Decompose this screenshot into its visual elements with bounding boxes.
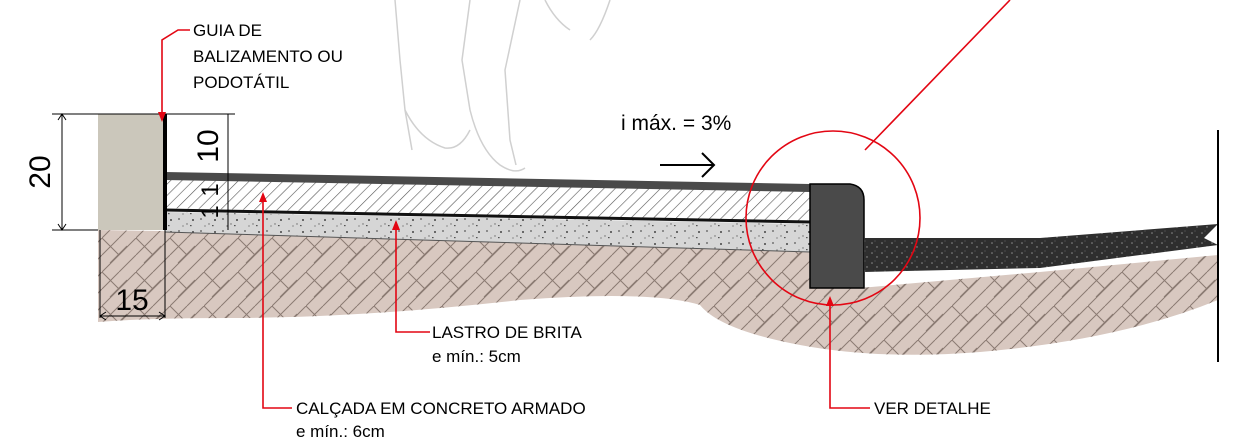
leader-concrete (262, 196, 292, 409)
leader-guide (161, 29, 190, 50)
leader-detail (829, 300, 870, 409)
gravel-label-sub: e mín.: 5cm (432, 347, 521, 366)
gravel-label-title: LASTRO DE BRITA (432, 323, 583, 342)
detail-label: VER DETALHE (874, 399, 991, 418)
concrete-label-sub: e mín.: 6cm (296, 422, 385, 437)
concrete-label-title: CALÇADA EM CONCRETO ARMADO (296, 399, 586, 418)
dim-height-top: 10 (192, 129, 225, 162)
guide-block (98, 114, 165, 230)
curb (809, 183, 865, 289)
dim-height-total: 20 (24, 155, 57, 188)
leader-top (864, 0, 1011, 151)
sidewalk-surface (165, 172, 810, 192)
dim-width-base: 15 (115, 284, 148, 317)
dim-layer-a: 1 (197, 183, 224, 196)
slope-arrow (660, 152, 716, 178)
slope-label: i máx. = 3% (621, 112, 731, 135)
guide-label-line3: PODOTÁTIL (193, 73, 289, 92)
person-sketch (394, 0, 611, 172)
asphalt-road (864, 224, 1218, 272)
guide-label-line2: BALIZAMENTO OU (193, 47, 343, 66)
leader-gravel (395, 222, 430, 333)
dimension-lines (52, 113, 235, 321)
dim-layer-b: 1 (197, 205, 224, 218)
guide-label-line1: GUIA DE (193, 21, 262, 40)
